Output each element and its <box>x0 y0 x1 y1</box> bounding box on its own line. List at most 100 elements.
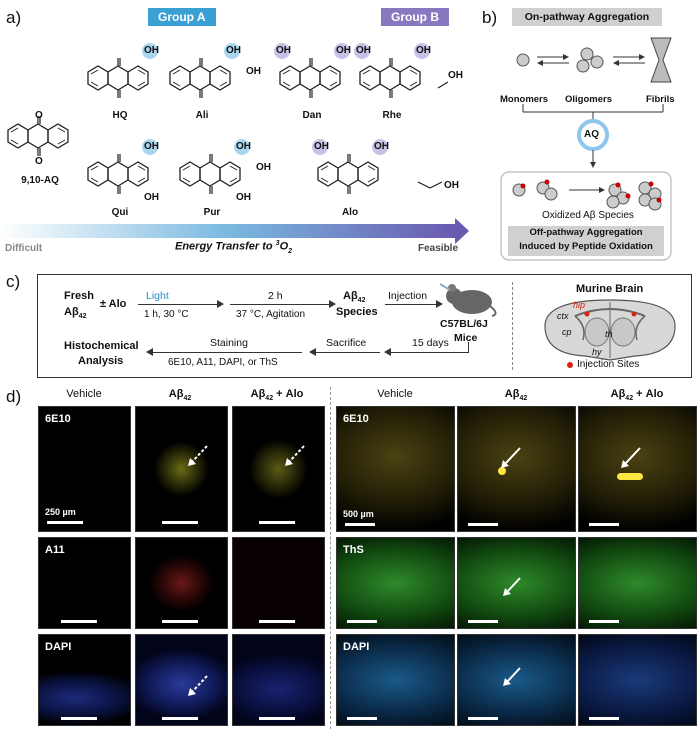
fibrils-label: Fibrils <box>646 94 675 105</box>
row-label-dapi-right: DAPI <box>343 641 370 653</box>
workflow-divider <box>512 282 513 370</box>
micro-right-dapi-abeta <box>457 634 576 726</box>
scale-bar <box>162 521 198 524</box>
left-col-alo: Aβ42 + Alo <box>250 388 304 403</box>
scale-bar <box>347 620 377 623</box>
scale-bar <box>589 523 619 526</box>
scale-bar <box>162 717 198 720</box>
scale-label-250: 250 µm <box>45 507 76 517</box>
scale-bar <box>345 523 375 526</box>
scale-bar <box>589 717 619 720</box>
arrow-injection-head <box>436 300 443 308</box>
micro-left-dapi-alo <box>232 634 325 726</box>
arrow-2h <box>230 304 330 305</box>
scale-bar <box>468 523 498 526</box>
panel-c-letter: c) <box>6 272 21 291</box>
panel-b-letter: b) <box>482 8 498 27</box>
panel-a-letter: a) <box>6 8 22 27</box>
gradient-difficult: Difficult <box>5 243 43 254</box>
energy-gradient-bar <box>0 224 455 238</box>
abeta-label: Aβ42 <box>64 306 87 321</box>
brain-title: Murine Brain <box>576 283 644 295</box>
micro-right-ths-abeta <box>457 537 576 629</box>
monomers-label: Monomers <box>500 94 549 105</box>
region-th: th <box>605 329 613 339</box>
micro-left-6e10-abeta <box>135 406 228 532</box>
name-dan: Dan <box>302 110 322 121</box>
name-qui: Qui <box>111 207 129 218</box>
scale-bar <box>61 717 97 720</box>
scale-bar <box>259 620 295 623</box>
scale-bar <box>589 620 619 623</box>
micro-left-a11-alo <box>232 537 325 629</box>
rhe-cooh-oh: OH <box>448 70 463 81</box>
scale-label-500: 500 µm <box>343 509 374 519</box>
brain-diagram <box>544 299 676 361</box>
hq-oh: OH <box>144 45 159 56</box>
region-ctx: ctx <box>557 311 569 321</box>
injection-site-dot <box>567 362 573 368</box>
oligomers-label: Oligomers <box>565 94 612 105</box>
name-9-10-aq: 9,10-AQ <box>21 175 59 186</box>
micro-left-6e10-alo <box>232 406 325 532</box>
arrow-injection <box>385 304 437 305</box>
arrow-staining <box>152 352 302 353</box>
micro-left-dapi-vehicle: DAPI <box>38 634 131 726</box>
arrow-sacrifice <box>315 352 380 353</box>
qui-oh2: OH <box>144 192 159 203</box>
scale-bar <box>259 521 295 524</box>
right-col-alo: Aβ42 + Alo <box>610 388 664 403</box>
aq-label: AQ <box>584 129 599 140</box>
pur-oh1: OH <box>236 141 251 152</box>
fifteen-days-label: 15 days <box>412 337 449 349</box>
pur-oh2: OH <box>256 162 271 173</box>
light-label: Light <box>146 290 169 302</box>
micro-right-ths-vehicle: ThS <box>336 537 455 629</box>
micro-left-a11-abeta <box>135 537 228 629</box>
scale-bar <box>347 717 377 720</box>
rhe-oh1: OH <box>356 45 371 56</box>
left-col-vehicle: Vehicle <box>66 388 102 400</box>
arrow-15d <box>390 352 469 353</box>
histo-label-1: Histochemical <box>64 340 139 352</box>
arrow-light <box>138 304 218 305</box>
abeta-species-label: Species <box>336 306 378 318</box>
arrow-15d-drop <box>468 342 469 352</box>
mice-strain: C57BL/6J <box>440 318 488 330</box>
region-hy: hy <box>592 347 602 357</box>
arrow-staining-head <box>146 348 153 356</box>
micro-left-6e10-vehicle: 6E10 250 µm <box>38 406 131 532</box>
mice-label: Mice <box>454 332 478 344</box>
alo-oh2: OH <box>374 141 389 152</box>
name-pur: Pur <box>203 207 221 218</box>
two-h-label: 2 h <box>268 290 283 302</box>
scale-bar <box>468 717 498 720</box>
off-pathway-header: Off-pathway Aggregation Induced by Pepti… <box>508 226 664 256</box>
name-rhe: Rhe <box>382 110 402 121</box>
name-alo: Alo <box>341 207 359 218</box>
arrow-15d-head <box>384 348 391 356</box>
scale-bar <box>259 717 295 720</box>
workflow-box <box>37 274 692 378</box>
light-cond-label: 1 h, 30 °C <box>144 309 189 320</box>
scale-bar <box>162 620 198 623</box>
scale-bar <box>47 521 83 524</box>
group-b-badge: Group B <box>381 8 449 26</box>
micro-left-dapi-abeta <box>135 634 228 726</box>
staining-label: Staining <box>210 337 248 349</box>
sacrifice-label: Sacrifice <box>326 337 367 349</box>
anthraquinone-structures <box>7 43 449 195</box>
row-label-dapi: DAPI <box>45 641 72 653</box>
aq-o-bottom: O <box>35 156 43 167</box>
group-a-badge: Group A <box>148 8 216 26</box>
oxidized-species-label: Oxidized Aβ Species <box>542 210 634 221</box>
micro-right-dapi-vehicle: DAPI <box>336 634 455 726</box>
scale-bar <box>468 620 498 623</box>
micro-right-6e10-vehicle: 6E10 500 µm <box>336 406 455 532</box>
on-pathway-header: On-pathway Aggregation <box>512 8 662 26</box>
alo-oh1: OH <box>314 141 329 152</box>
abeta-species-top: Aβ42 <box>343 290 366 305</box>
qui-oh1: OH <box>144 141 159 152</box>
mouse-icon <box>440 283 497 317</box>
pur-oh3: OH <box>236 192 251 203</box>
